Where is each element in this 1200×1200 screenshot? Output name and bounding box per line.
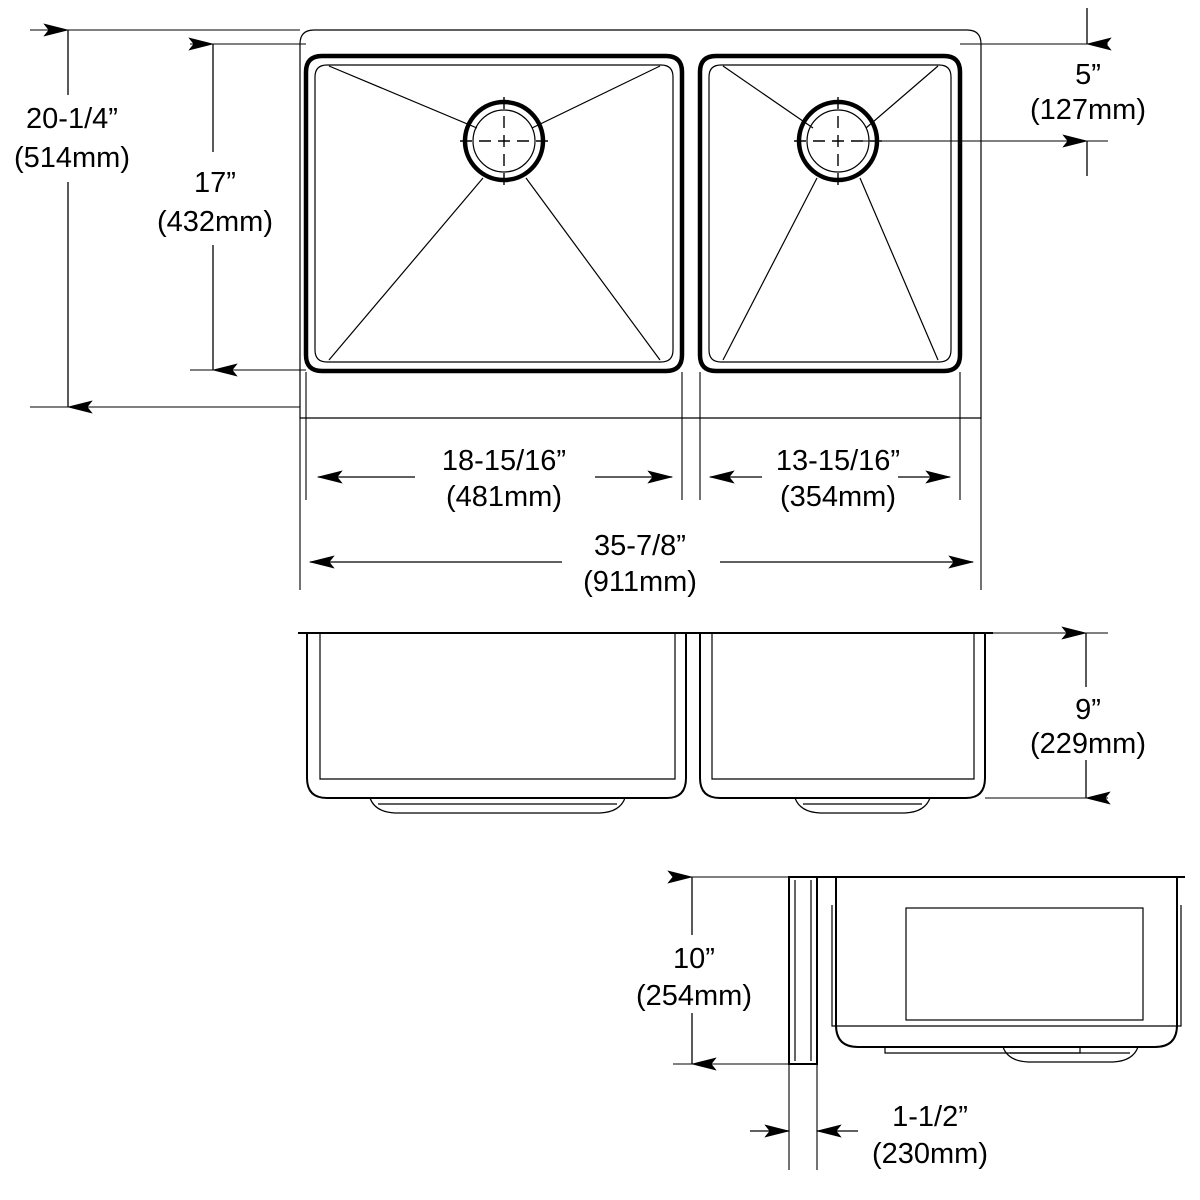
dim-right-bowl-width-metric: (354mm) bbox=[780, 481, 896, 513]
sink-rim-outline bbox=[299, 29, 982, 419]
dim-rim-thickness-metric: (230mm) bbox=[872, 1138, 988, 1170]
right-bowl-slope-br bbox=[859, 177, 939, 361]
front-view-left-bowl-outline bbox=[306, 633, 687, 799]
dim-bowl-height-metric: (229mm) bbox=[1030, 728, 1146, 760]
side-view-drain-boss bbox=[1002, 1046, 1139, 1063]
right-bowl-slope-bl bbox=[722, 177, 818, 361]
dim-side-height-inches: 10” bbox=[673, 943, 715, 975]
dim-overall-width-metric: (911mm) bbox=[583, 566, 697, 598]
top-view bbox=[299, 29, 982, 419]
side-view-apron bbox=[788, 876, 818, 1065]
side-view-bowl-body bbox=[831, 877, 1182, 1063]
dimension-bowl-depth: 17” (432mm) bbox=[157, 37, 273, 377]
dim-side-height-metric: (254mm) bbox=[636, 980, 752, 1012]
right-bowl-inner-edge bbox=[708, 64, 952, 363]
dimension-drain-offset: 5” (127mm) bbox=[1030, 8, 1146, 176]
side-view-foot-rail bbox=[884, 1047, 1081, 1054]
left-bowl-slope-bl bbox=[328, 177, 484, 361]
dim-rim-thickness-inches: 1-1/2” bbox=[892, 1101, 968, 1133]
front-view-right-drain-boss bbox=[794, 797, 931, 814]
drain-left-inner-ring bbox=[472, 109, 536, 173]
dim-overall-depth-metric: (514mm) bbox=[14, 142, 130, 174]
front-view-right-bowl bbox=[699, 633, 986, 814]
left-bowl-slope-tr bbox=[531, 65, 661, 129]
right-bowl-rim bbox=[697, 53, 963, 374]
left-bowl-slope-tl bbox=[328, 65, 478, 129]
dimension-left-bowl-width: 18-15/16” (481mm) bbox=[316, 445, 674, 513]
dimension-right-bowl-width: 13-15/16” (354mm) bbox=[708, 445, 952, 513]
right-bowl-slope-tr bbox=[865, 65, 939, 129]
right-bowl bbox=[697, 53, 963, 374]
front-view-right-bowl-inner bbox=[711, 634, 975, 780]
front-view-right-bowl-outline bbox=[699, 633, 986, 799]
front-view-left-drain-boss bbox=[369, 797, 626, 814]
dim-drain-offset-metric: (127mm) bbox=[1030, 94, 1146, 126]
side-section-view bbox=[673, 876, 1185, 1170]
dimension-rim-thickness: 1-1/2” (230mm) bbox=[750, 1101, 988, 1170]
front-elevation-view bbox=[298, 632, 1108, 814]
front-view-left-bowl bbox=[306, 633, 687, 814]
left-bowl-slope-br bbox=[525, 177, 661, 361]
side-view-apron-outline bbox=[788, 876, 818, 1065]
side-view-bowl-interior-panel bbox=[905, 907, 1144, 1021]
dimension-overall-width: 35-7/8” (911mm) bbox=[308, 530, 975, 598]
side-view-bowl-inner-edge bbox=[831, 905, 1182, 1027]
dimension-side-height: 10” (254mm) bbox=[636, 870, 752, 1071]
dim-bowl-height-inches: 9” bbox=[1075, 694, 1101, 726]
dim-left-bowl-width-inches: 18-15/16” bbox=[442, 445, 566, 477]
dim-bowl-depth-inches: 17” bbox=[194, 167, 236, 199]
drain-left bbox=[460, 97, 548, 185]
top-view-vertical-extension-lines bbox=[299, 372, 982, 590]
right-bowl-slope-tl bbox=[722, 65, 814, 129]
left-bowl-rim bbox=[303, 53, 685, 374]
left-bowl bbox=[303, 53, 685, 374]
dim-drain-offset-inches: 5” bbox=[1075, 59, 1101, 91]
dim-overall-width-inches: 35-7/8” bbox=[594, 530, 686, 562]
dimension-bowl-height: 9” (229mm) bbox=[1030, 626, 1146, 805]
left-bowl-inner-edge bbox=[314, 64, 674, 363]
dim-bowl-depth-metric: (432mm) bbox=[157, 206, 273, 238]
side-view-bowl-outline bbox=[835, 877, 1178, 1048]
dim-left-bowl-width-metric: (481mm) bbox=[446, 481, 562, 513]
dim-right-bowl-width-inches: 13-15/16” bbox=[776, 445, 900, 477]
dimension-overall-depth: 20-1/4” (514mm) bbox=[14, 23, 130, 414]
dim-overall-depth-inches: 20-1/4” bbox=[26, 103, 118, 135]
front-view-left-bowl-inner bbox=[319, 634, 676, 780]
